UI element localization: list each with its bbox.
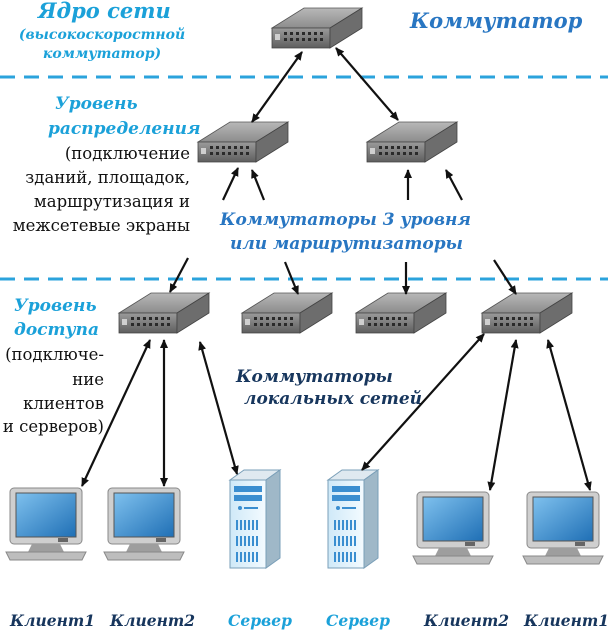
link-core-distribution-left — [251, 51, 303, 123]
client1-right-computer — [522, 491, 604, 565]
lan-switches-label-line1: Коммутаторы — [236, 367, 393, 387]
access-switch-3 — [355, 292, 447, 334]
access-description-line: и серверов) — [2, 417, 104, 436]
device-label-client1-right: Клиент1 — [524, 611, 608, 630]
link-access-server-right — [361, 333, 485, 471]
access-description-line: (подключе- — [5, 345, 104, 364]
distribution-description-line: зданий, площадок, — [25, 168, 190, 187]
link-distribution-up-4 — [445, 169, 463, 201]
access-title-line2: доступа — [14, 320, 100, 340]
link-distribution-up-2 — [250, 169, 266, 201]
distribution-title-line2: распределения — [48, 119, 201, 139]
device-label-server-left: Сервер — [228, 611, 292, 630]
link-distribution-down-1 — [169, 257, 189, 293]
distribution-switch-right — [366, 121, 458, 163]
core-subtitle-line1: (высокоскоростной — [18, 27, 186, 43]
link-access-client1-left — [81, 339, 151, 487]
link-access-server-left — [198, 341, 239, 475]
client2-right-computer — [412, 491, 494, 565]
access-switch-4 — [481, 292, 573, 334]
distribution-title-line1: Уровень — [55, 94, 138, 114]
distribution-description-line: маршрутизация и — [33, 192, 190, 211]
client2-left-computer — [103, 487, 185, 561]
access-switch-2 — [241, 292, 333, 334]
distribution-description-line: межсетевые экраны — [12, 216, 190, 235]
device-label-client1-left: Клиент1 — [10, 611, 96, 630]
device-label-server-right: Сервер — [326, 611, 390, 630]
access-switch-1 — [118, 292, 210, 334]
link-core-distribution-right — [335, 47, 399, 121]
server-left — [229, 469, 281, 569]
core-switch — [271, 7, 363, 49]
switch-label: Коммутатор — [410, 8, 583, 33]
link-distribution-down-4 — [493, 259, 517, 295]
client1-left-computer — [5, 487, 87, 561]
link-distribution-down-2 — [283, 261, 300, 295]
device-label-client2-left: Клиент2 — [110, 611, 196, 630]
layer3-label-line2: или маршрутизаторы — [230, 234, 463, 254]
distribution-switch-left — [197, 121, 289, 163]
link-access-client1-right — [546, 339, 592, 491]
layer3-label-line1: Коммутаторы 3 уровня — [220, 210, 471, 230]
link-access-client2-right — [487, 339, 519, 491]
distribution-description-line: (подключение — [64, 144, 190, 163]
link-distribution-up-1 — [222, 167, 239, 201]
server-right — [327, 469, 379, 569]
access-title-line1: Уровень — [14, 296, 97, 316]
core-title: Ядро сети — [38, 0, 171, 23]
device-label-client2-right: Клиент2 — [424, 611, 510, 630]
core-subtitle-line2: коммутатор) — [42, 46, 162, 62]
